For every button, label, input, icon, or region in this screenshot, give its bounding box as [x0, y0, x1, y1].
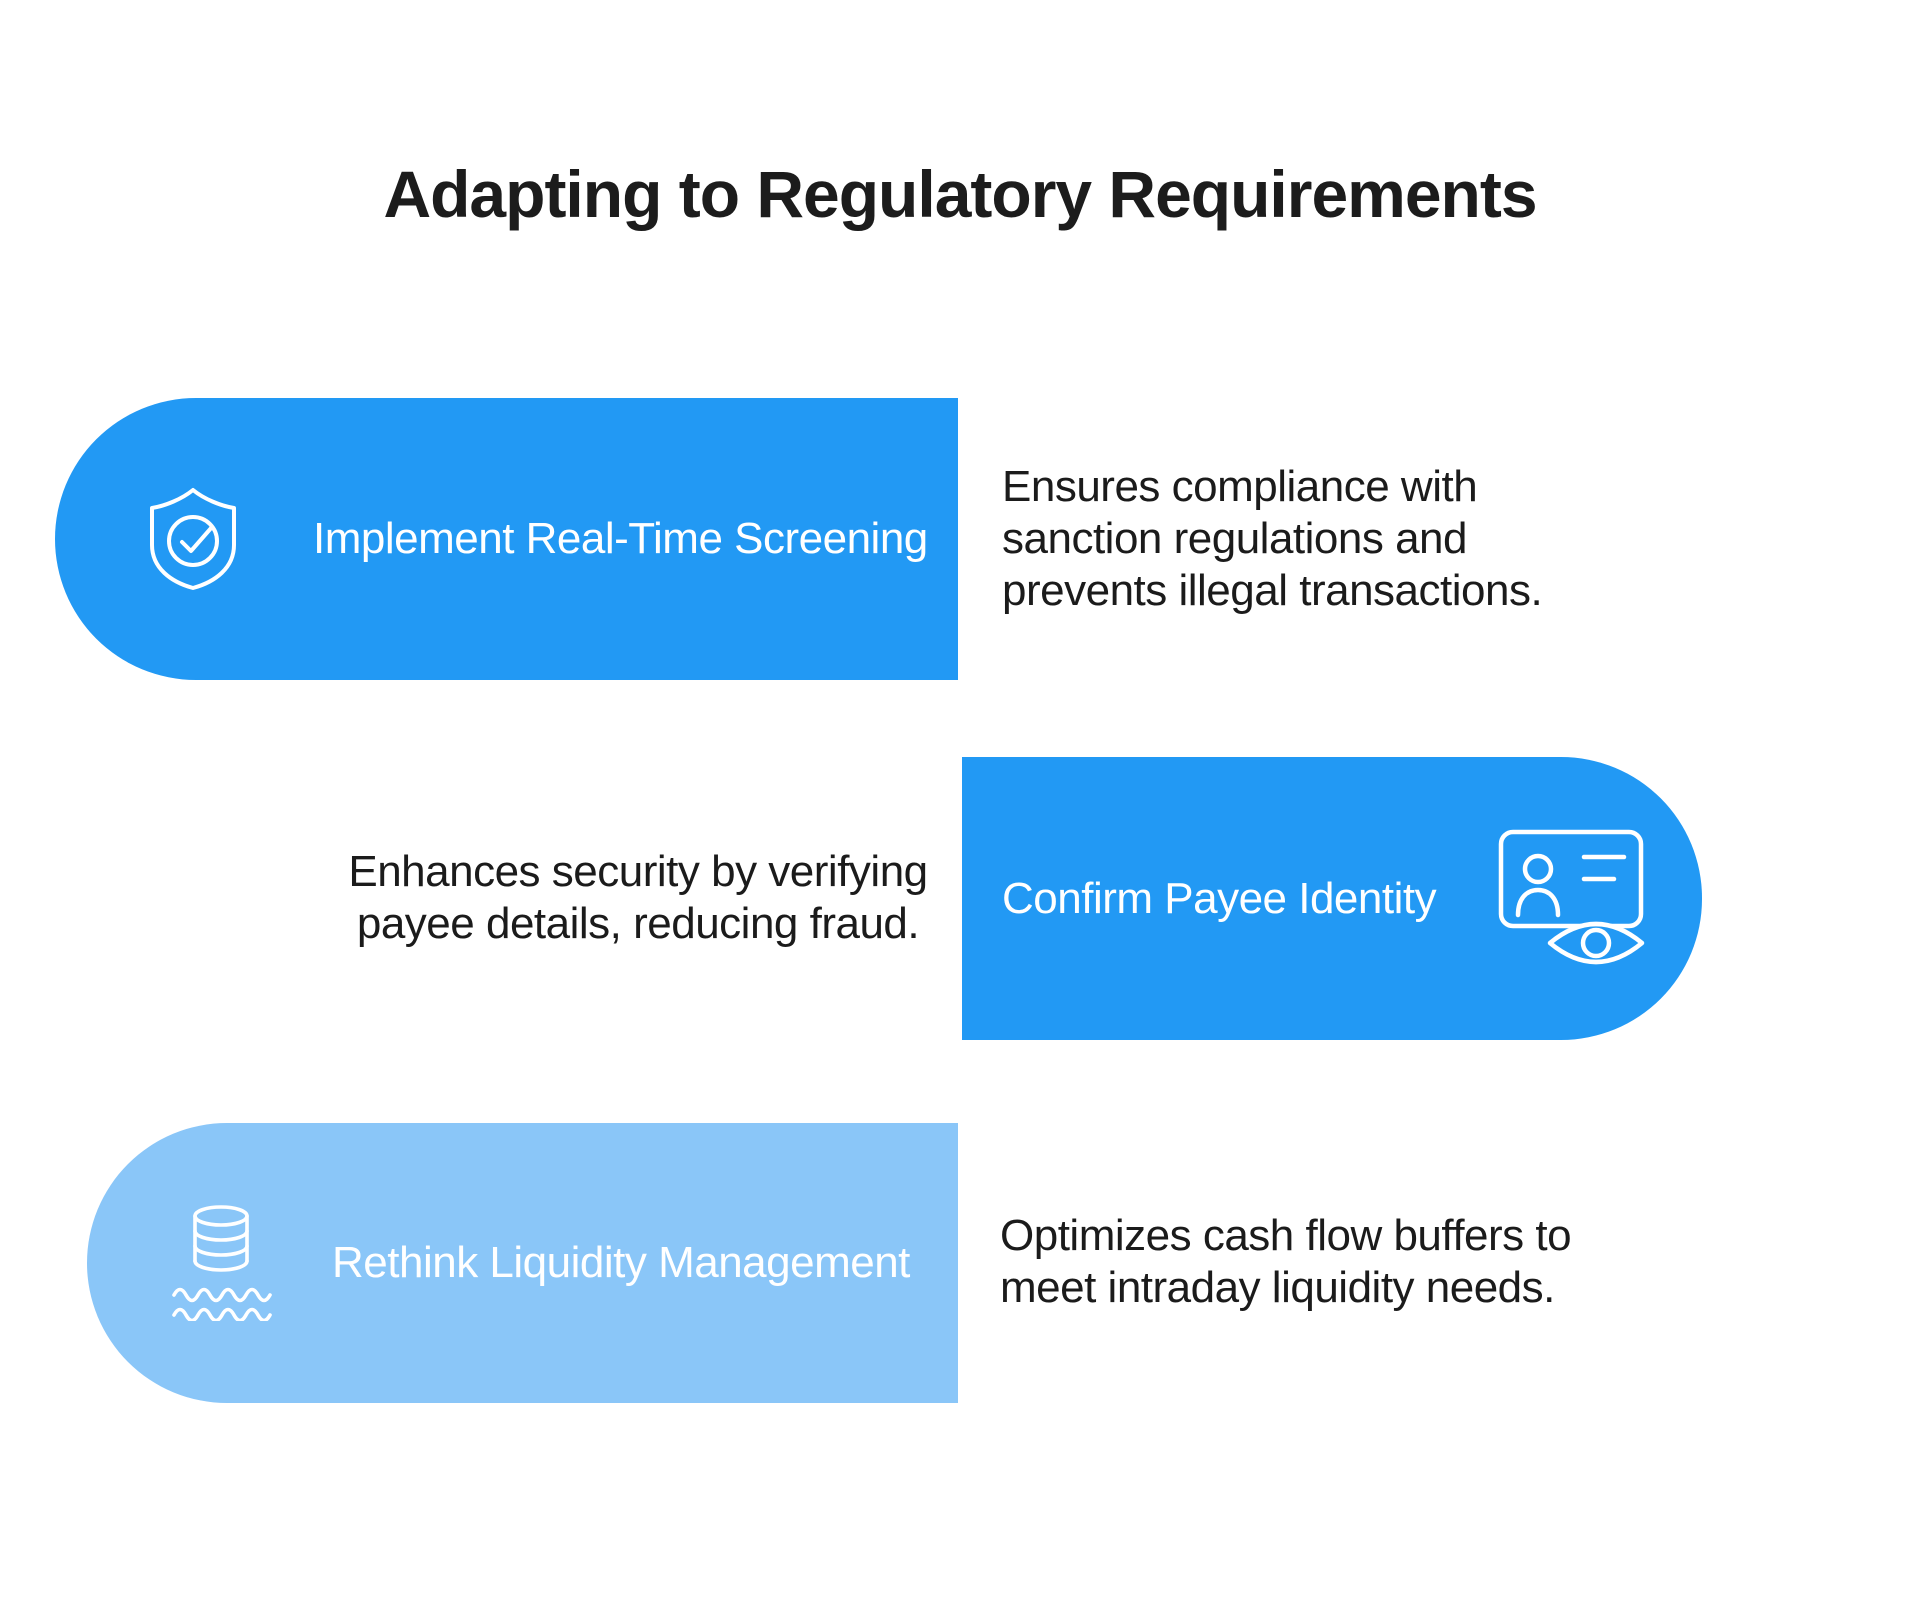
- step-description: Enhances security by verifying payee det…: [280, 846, 996, 950]
- page-title: Adapting to Regulatory Requirements: [383, 157, 1537, 231]
- description-line: payee details, reducing fraud.: [356, 899, 920, 948]
- step-description: Ensures compliance with sanction regulat…: [1002, 461, 1543, 617]
- step-label: Rethink Liquidity Management: [332, 1238, 910, 1287]
- step-description: Optimizes cash flow buffers to meet intr…: [1000, 1210, 1572, 1314]
- description-line: meet intraday liquidity needs.: [1000, 1263, 1555, 1312]
- description-line: sanction regulations and: [1002, 514, 1468, 563]
- step-pill-real-time-screening: Implement Real-Time Screening: [55, 398, 958, 680]
- description-line: Optimizes cash flow buffers to: [1000, 1211, 1572, 1260]
- description-line: Enhances security by verifying: [348, 847, 928, 896]
- id-card-eye-icon: [1498, 829, 1652, 969]
- description-line: prevents illegal transactions.: [1002, 566, 1543, 615]
- step-pill-liquidity-management: Rethink Liquidity Management: [87, 1123, 958, 1403]
- step-label: Implement Real-Time Screening: [313, 514, 928, 563]
- step-label: Confirm Payee Identity: [1002, 873, 1437, 923]
- step-pill-confirm-payee-identity: Confirm Payee Identity: [962, 757, 1702, 1040]
- liquidity-database-wave-icon: [172, 1205, 272, 1321]
- description-line: Ensures compliance with: [1002, 462, 1478, 511]
- shield-check-icon: [143, 485, 243, 593]
